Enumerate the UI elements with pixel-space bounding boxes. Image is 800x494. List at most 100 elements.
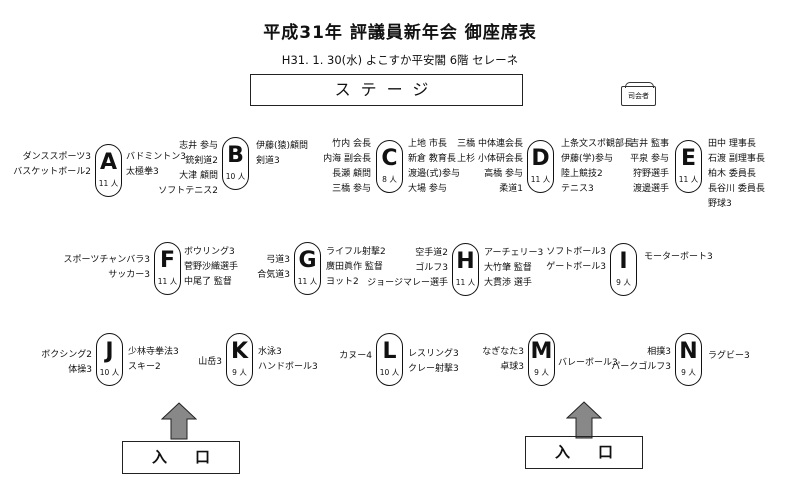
table-seat-count: 11 人	[678, 175, 699, 184]
entrance-arrow-icon	[566, 401, 602, 439]
guest-entry: バドミントン3	[126, 152, 186, 162]
guest-entry: 柔道1	[499, 184, 523, 194]
table-seat-count: 9 人	[616, 278, 631, 287]
guest-entry: 上地 市長	[408, 139, 447, 149]
table-i-right-guests: モーターボート3	[644, 250, 713, 265]
guest-entry: 高橋 参与	[484, 169, 523, 179]
guest-entry: 合気道3	[257, 270, 290, 280]
guest-entry: ライフル射撃2	[326, 247, 386, 257]
table-seat-count: 11 人	[157, 277, 178, 286]
table-n-right-guests: ラグビー3	[708, 349, 750, 364]
guest-entry: 中尾了 監督	[184, 277, 232, 287]
table-seat-count: 10 人	[379, 368, 400, 377]
guest-entry: ジョージマレー選手	[367, 278, 448, 288]
guest-entry: カヌー4	[339, 351, 372, 361]
table-seat-count: 9 人	[534, 368, 549, 377]
table-letter: D	[531, 146, 550, 171]
event-details: H31. 1. 30(水) よこすか平安閣 6階 セレーネ	[281, 53, 519, 67]
table-l-left-guests: カヌー4	[339, 349, 372, 364]
guest-entry: 大貫渉 選手	[484, 278, 532, 288]
guest-entry: スポーツチャンバラ3	[63, 255, 150, 265]
table-d-right-guests: 上条文スポ観部長伊藤(学)参与陸上競技2 テニス3	[561, 137, 633, 197]
guest-entry: サッカー3	[108, 270, 150, 280]
guest-entry: 平泉 参与	[630, 154, 669, 164]
guest-entry: 狩野選手	[632, 169, 669, 179]
guest-entry: 山岳3	[198, 357, 222, 367]
guest-entry: 伊藤(学)参与	[561, 154, 614, 164]
guest-entry: 三橋 参与	[332, 184, 371, 194]
table-k-left-guests: 山岳3	[198, 355, 222, 370]
guest-entry: 卓球3	[500, 362, 524, 372]
table-seat-count: 8 人	[382, 175, 397, 184]
table-e-right-guests: 田中 理事長石渡 副理事長柏木 委員長長谷川 委員長野球3	[708, 137, 765, 212]
guest-entry: 石渡 副理事長	[708, 154, 765, 164]
guest-entry: 伊藤(猿)顧問	[256, 141, 309, 151]
guest-entry: バレーボール3	[558, 358, 618, 368]
guest-entry: クレー射撃3	[408, 364, 459, 374]
table-letter: C	[381, 146, 398, 171]
guest-entry: 長瀬 顧問	[332, 169, 371, 179]
guest-entry: スキー2	[128, 362, 161, 372]
table-seat-count: 9 人	[232, 368, 247, 377]
guest-entry: テニス3	[561, 184, 594, 194]
guest-entry: ボウリング3	[184, 247, 235, 257]
guest-entry: 陸上競技2	[561, 169, 603, 179]
guest-entry: ゲートボール3	[546, 262, 606, 272]
guest-entry: 空手道2	[415, 248, 448, 258]
table-c: C 8 人	[376, 140, 403, 193]
table-letter: L	[382, 339, 397, 364]
guest-entry: アーチェリー3	[484, 248, 544, 258]
stage-box: ステージ	[250, 74, 523, 106]
guest-entry: モーターボート3	[644, 252, 713, 262]
table-d-left-guests: 三橋 中体連会長上杉 小体研会長高橋 参与柔道1	[457, 137, 523, 197]
guest-entry: 上条文スポ観部長	[561, 139, 634, 149]
entrance-right: 入口	[525, 436, 643, 469]
guest-entry: 内海 副会長	[323, 154, 371, 164]
guest-entry: 柏木 委員長	[708, 169, 756, 179]
guest-entry: 廣田眞作 監督	[326, 262, 383, 272]
table-seat-count: 11 人	[455, 278, 476, 287]
table-n: N 9 人	[675, 333, 702, 386]
guest-entry: 吉井 監事	[630, 139, 669, 149]
guest-entry: ゴルフ3	[415, 263, 448, 273]
guest-entry: 上杉 小体研会長	[457, 154, 523, 164]
table-letter: G	[298, 248, 317, 273]
table-letter: N	[679, 339, 698, 364]
entrance-arrow-icon	[161, 402, 197, 440]
guest-entry: 渡邉(式)参与	[408, 169, 461, 179]
guest-entry: 野球3	[708, 199, 732, 209]
table-h: H 11 人	[452, 243, 479, 296]
table-h-left-guests: 空手道2 ゴルフ3 ジョージマレー選手	[367, 246, 448, 291]
guest-entry: 志井 参与	[179, 141, 218, 151]
table-letter: H	[456, 249, 475, 274]
table-seat-count: 9 人	[681, 368, 696, 377]
guest-entry: 竹内 会長	[332, 139, 371, 149]
table-letter: K	[230, 339, 249, 364]
page-title: 平成31年 評議員新年会 御座席表	[263, 23, 537, 43]
guest-entry: バスケットボール2	[13, 167, 91, 177]
table-seat-count: 10 人	[99, 368, 120, 377]
table-seat-count: 11 人	[297, 277, 318, 286]
guest-entry: 水泳3	[258, 347, 282, 357]
guest-entry: ラグビー3	[708, 351, 750, 361]
table-e-left-guests: 吉井 監事平泉 参与狩野選手渡邊選手	[630, 137, 669, 197]
guest-entry: 剣道3	[256, 156, 280, 166]
guest-entry: ソフトテニス2	[158, 186, 218, 196]
guest-entry: 大津 顧問	[179, 171, 218, 181]
